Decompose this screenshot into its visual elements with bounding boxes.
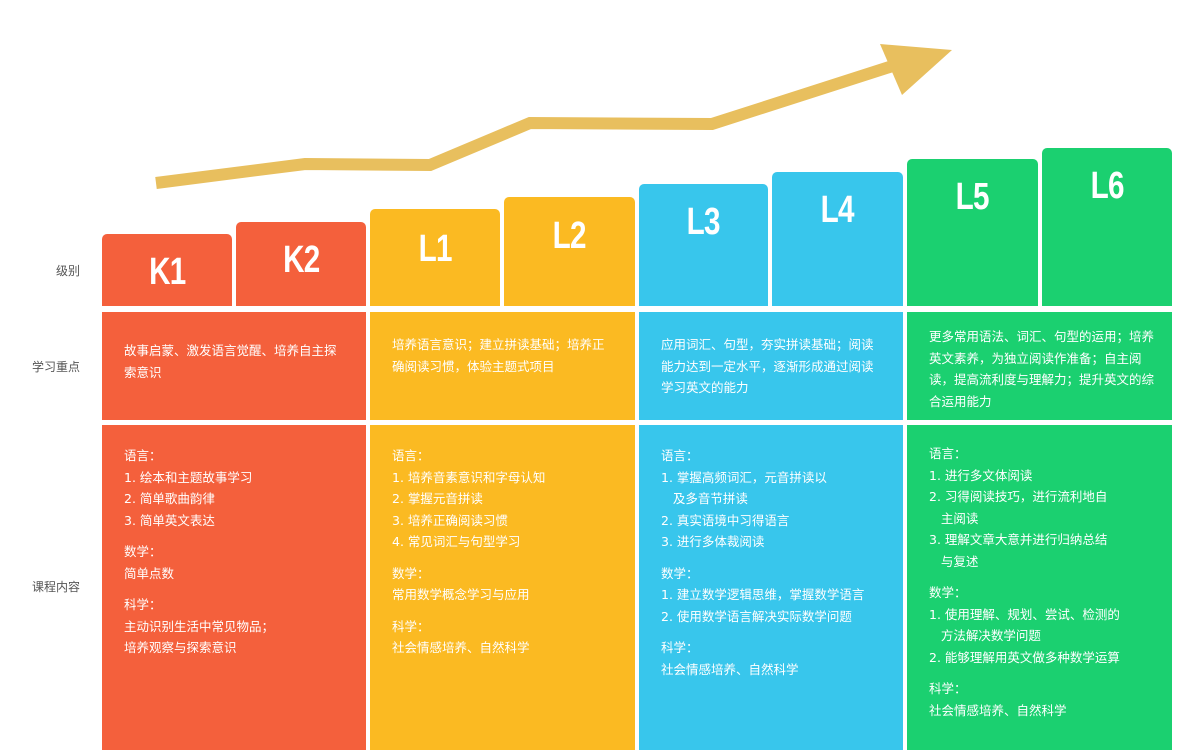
list-item: 2. 真实语境中习得语言 (661, 512, 790, 528)
growth-arrow-icon (155, 44, 952, 189)
row-label-level: 级别 (55, 264, 80, 278)
list-item: 培养观察与探索意识 (124, 640, 237, 655)
level-tab-l6: L6 (1042, 148, 1172, 306)
list-item: 1. 建立数学逻辑思维，掌握数学语言 (661, 587, 865, 602)
subject-title: 数学： (661, 565, 699, 581)
subject-title: 科学： (929, 681, 967, 696)
list-item: 1. 进行多文体阅读 (929, 467, 1033, 483)
subject-science: 科学： 社会情感培养、自然科学 (929, 678, 1150, 721)
subject-title: 语言： (661, 448, 699, 463)
focus-cell-k: 故事启蒙、激发语言觉醒、培养自主探索意识 (102, 312, 366, 420)
list-item: 简单点数 (124, 565, 175, 581)
list-item: 2. 能够理解用英文做多种数学运算 (929, 649, 1120, 665)
list-item: 主阅读 (929, 510, 979, 526)
list-item: 4. 常见词汇与句型学习 (392, 534, 521, 549)
list-item: 及多音节拼读 (661, 491, 748, 506)
content-cell-l1-l2: 语言： 1. 培养音素意识和字母认知 2. 掌握元音拼读 3. 培养正确阅读习惯… (370, 425, 635, 750)
list-item: 社会情感培养、自然科学 (392, 640, 530, 655)
subject-title: 科学： (392, 618, 430, 634)
list-item: 主动识别生活中常见物品； (124, 618, 275, 634)
row-label-focus: 学习重点 (31, 360, 80, 374)
subject-title: 科学： (661, 640, 699, 655)
list-item: 2. 掌握元音拼读 (392, 491, 483, 506)
list-item: 社会情感培养、自然科学 (929, 702, 1067, 718)
level-label: K1 (148, 251, 186, 293)
level-tab-l1: L1 (370, 209, 500, 306)
list-item: 社会情感培养、自然科学 (661, 661, 799, 677)
list-item: 3. 进行多体裁阅读 (661, 534, 765, 549)
content-cell-k: 语言： 1. 绘本和主题故事学习 2. 简单歌曲韵律 3. 简单英文表达 数学：… (102, 425, 366, 750)
subject-language: 语言： 1. 进行多文体阅读 2. 习得阅读技巧，进行流利地自 主阅读 3. 理… (929, 443, 1150, 572)
list-item: 3. 简单英文表达 (124, 512, 215, 528)
list-item: 与复述 (929, 553, 979, 569)
list-item: 方法解决数学问题 (929, 628, 1041, 643)
level-label: L5 (955, 176, 990, 218)
content-cell-l5-l6: 语言： 1. 进行多文体阅读 2. 习得阅读技巧，进行流利地自 主阅读 3. 理… (907, 425, 1172, 750)
focus-cell-l1-l2: 培养语言意识；建立拼读基础；培养正确阅读习惯，体验主题式项目 (370, 312, 635, 420)
subject-language: 语言： 1. 培养音素意识和字母认知 2. 掌握元音拼读 3. 培养正确阅读习惯… (392, 445, 613, 553)
level-label: L1 (418, 228, 452, 270)
list-item: 2. 习得阅读技巧，进行流利地自 (929, 489, 1108, 504)
focus-cell-l3-l4: 应用词汇、句型，夯实拼读基础；阅读能力达到一定水平，逐渐形成通过阅读学习英文的能… (639, 312, 903, 420)
level-tab-l3: L3 (639, 184, 768, 306)
subject-language: 语言： 1. 掌握高频词汇，元音拼读以 及多音节拼读 2. 真实语境中习得语言 … (661, 445, 881, 553)
subject-title: 语言： (392, 448, 430, 463)
subject-science: 科学： 社会情感培养、自然科学 (661, 637, 881, 680)
level-tab-l4: L4 (772, 172, 903, 306)
row-label-content: 课程内容 (31, 580, 80, 594)
level-label: L4 (820, 189, 855, 231)
list-item: 2. 使用数学语言解决实际数学问题 (661, 608, 852, 624)
level-label: K2 (282, 239, 320, 281)
subject-language: 语言： 1. 绘本和主题故事学习 2. 简单歌曲韵律 3. 简单英文表达 (124, 445, 344, 531)
level-tab-l2: L2 (504, 197, 635, 306)
list-item: 1. 掌握高频词汇，元音拼读以 (661, 469, 827, 485)
subject-science: 科学： 主动识别生活中常见物品； 培养观察与探索意识 (124, 594, 344, 659)
subject-math: 数学： 简单点数 (124, 541, 344, 584)
level-label: L6 (1090, 165, 1124, 207)
subject-title: 语言： (929, 446, 967, 461)
list-item: 2. 简单歌曲韵律 (124, 491, 215, 506)
subject-math: 数学： 1. 建立数学逻辑思维，掌握数学语言 2. 使用数学语言解决实际数学问题 (661, 563, 881, 628)
subject-math: 数学： 常用数学概念学习与应用 (392, 563, 613, 606)
level-tab-l5: L5 (907, 159, 1038, 306)
list-item: 1. 培养音素意识和字母认知 (392, 469, 546, 485)
list-item: 常用数学概念学习与应用 (392, 587, 530, 602)
list-item: 1. 绘本和主题故事学习 (124, 469, 253, 485)
level-tab-k2: K2 (236, 222, 366, 306)
level-tab-k1: K1 (102, 234, 232, 306)
focus-cell-l5-l6: 更多常用语法、词汇、句型的运用；培养英文素养，为独立阅读作准备；自主阅读，提高流… (907, 312, 1172, 420)
level-label: L3 (686, 201, 721, 243)
subject-title: 数学： (392, 565, 430, 581)
content-cell-l3-l4: 语言： 1. 掌握高频词汇，元音拼读以 及多音节拼读 2. 真实语境中习得语言 … (639, 425, 903, 750)
subject-science: 科学： 社会情感培养、自然科学 (392, 616, 613, 659)
subject-title: 语言： (124, 448, 162, 463)
level-label: L2 (552, 215, 587, 257)
subject-title: 科学： (124, 597, 162, 612)
list-item: 3. 理解文章大意并进行归纳总结 (929, 532, 1108, 547)
subject-title: 数学： (124, 544, 162, 559)
list-item: 1. 使用理解、规划、尝试、检测的 (929, 606, 1120, 622)
subject-title: 数学： (929, 585, 967, 600)
list-item: 3. 培养正确阅读习惯 (392, 512, 508, 528)
subject-math: 数学： 1. 使用理解、规划、尝试、检测的 方法解决数学问题 2. 能够理解用英… (929, 582, 1150, 668)
